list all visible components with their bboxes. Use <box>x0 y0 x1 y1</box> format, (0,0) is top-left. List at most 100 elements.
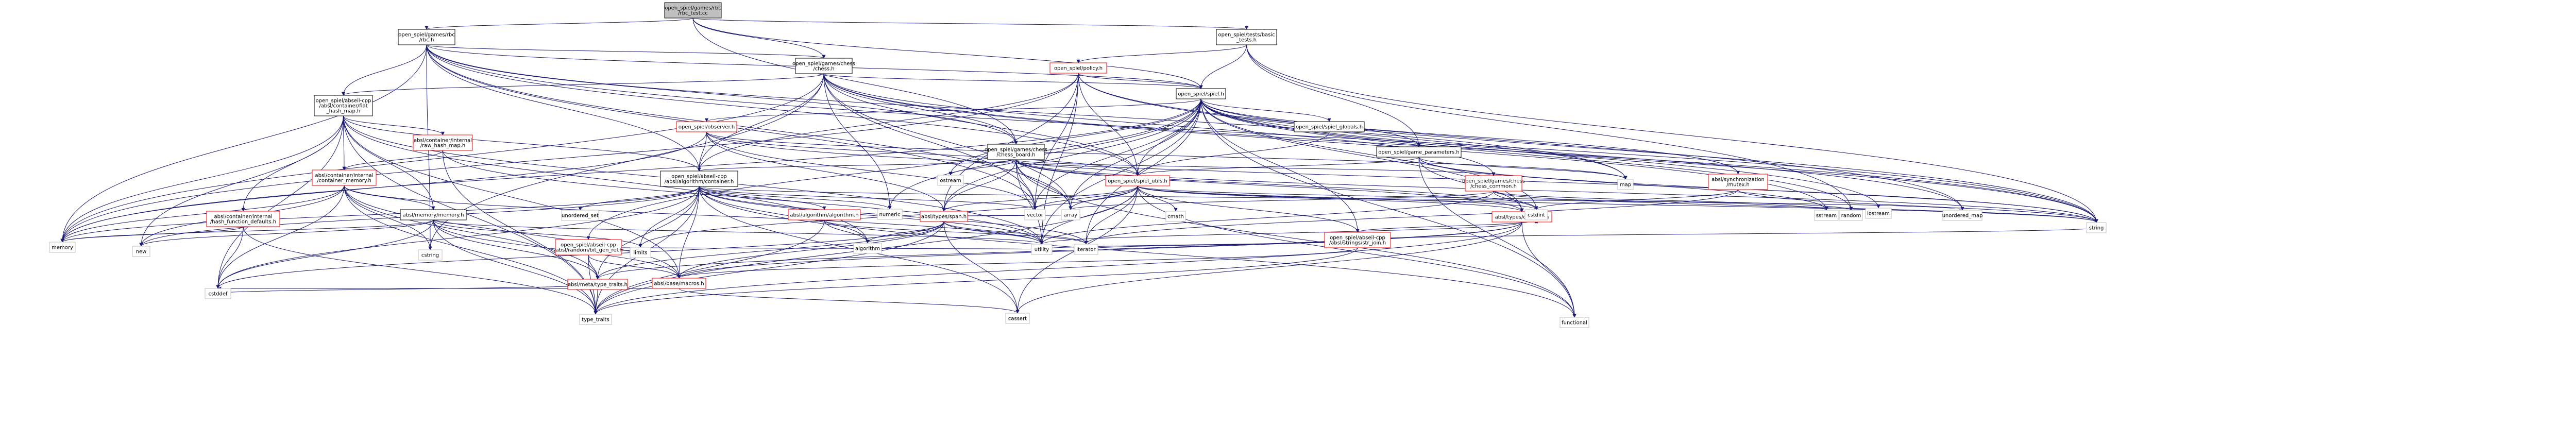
edge-chess_h-to-vector <box>823 73 1037 210</box>
node-str_join[interactable]: open_spiel/abseil-cpp/absl/strings/str_j… <box>1324 232 1391 248</box>
node-box-iterator <box>1074 244 1098 255</box>
edge-chess_board-to-array <box>1015 159 1073 210</box>
edge-sync_mutex-to-cstdint <box>1534 189 1738 210</box>
node-rbc_h[interactable]: open_spiel/games/rbc/rbc.h <box>398 29 455 45</box>
node-basic_tests[interactable]: open_spiel/tests/basic_tests.h <box>1216 29 1277 45</box>
node-box-cstring <box>418 249 443 261</box>
node-label-absl_span-0: absl/types/span.h <box>921 214 967 220</box>
node-label-random_bit_gen-0: open_spiel/abseil-cpp <box>561 243 616 248</box>
edge-chess_common-to-utility <box>1040 191 1494 245</box>
node-new: new <box>132 246 150 257</box>
edge-flat_hash_map-to-hash_fn_defaults <box>241 115 344 212</box>
node-label-string-0: string <box>2089 226 2104 231</box>
node-absl_macros[interactable]: absl/base/macros.h <box>652 278 706 289</box>
node-label-utility-0: utility <box>1035 247 1049 253</box>
edge-spiel_h-to-absl_span <box>942 98 1201 212</box>
node-spiel_utils[interactable]: open_spiel/spiel_utils.h <box>1105 175 1170 186</box>
edge-absl_span-to-absl_macros <box>677 221 944 279</box>
edge-raw_hash_map-to-utility <box>443 150 1044 245</box>
node-container_memory[interactable]: absl/container/internal/container_memory… <box>312 169 377 186</box>
node-spiel_globals[interactable]: open_spiel/spiel_globals.h <box>1294 121 1365 132</box>
edge-inlined_vector-to-vector <box>699 186 1037 210</box>
node-label-memory-0: memory <box>52 245 73 251</box>
edge-spiel_h-to-str_join <box>1200 98 1360 233</box>
node-label-chess_board-0: open_spiel/games/chess <box>985 147 1047 153</box>
node-root[interactable]: open_spiel/games/rbc/rbc_test.cc <box>664 2 722 19</box>
node-raw_hash_map[interactable]: absl/container/internal/raw_hash_map.h <box>413 134 473 151</box>
edge-observer_h-to-map <box>706 131 1628 180</box>
edge-chess_h-to-inlined_vector <box>697 73 824 172</box>
edge-basic_tests-to-game_params <box>1246 44 1421 147</box>
edge-spiel_h-to-random_bit_gen <box>586 98 1201 240</box>
node-label-chess_h-1: /chess.h <box>813 66 834 72</box>
node-label-spiel_utils-0: open_spiel/spiel_utils.h <box>1108 179 1167 184</box>
node-utility: utility <box>1031 244 1053 255</box>
node-box-ostream <box>937 175 964 186</box>
edge-spiel_h-to-observer_h <box>705 98 1201 122</box>
node-box-rbc_h <box>398 29 455 45</box>
edge-raw_hash_map-to-container_memory <box>342 150 443 171</box>
edge-rbc_h-to-map <box>426 44 1628 180</box>
edge-root-to-chess_h <box>692 18 826 59</box>
node-label-cstring-0: cstring <box>421 253 439 259</box>
edge-basic_tests-to-random <box>1246 44 1853 211</box>
node-game_params[interactable]: open_spiel/game_parameters.h <box>1376 146 1462 158</box>
node-label-str_join-0: open_spiel/abseil-cpp <box>1330 235 1385 241</box>
node-policy_h[interactable]: open_spiel/policy.h <box>1049 62 1107 74</box>
node-label-inlined_vector-0: open_spiel/abseil-cpp <box>671 174 727 180</box>
edge-str_join-to-type_traits <box>594 247 1358 315</box>
edge-chess_h-to-sstream <box>823 73 1828 211</box>
edge-spiel_h-to-spiel_globals <box>1200 98 1331 122</box>
node-random_bit_gen[interactable]: open_spiel/abseil-cpp/absl/random/bit_ge… <box>554 239 623 255</box>
edge-root-to-chess_board <box>692 18 1018 145</box>
node-chess_h[interactable]: open_spiel/games/chess/chess.h <box>792 58 855 74</box>
node-algorithm_h[interactable]: absl/algorithm/algorithm.h <box>788 209 861 220</box>
edge-absl_span-to-type_traits <box>594 221 944 315</box>
node-spiel_h[interactable]: open_spiel/spiel.h <box>1176 88 1226 99</box>
node-flat_hash_map[interactable]: open_spiel/abseil-cpp/absl/container/fla… <box>314 95 373 116</box>
node-absl_memory[interactable]: absl/memory/memory.h <box>400 209 467 220</box>
node-chess_board[interactable]: open_spiel/games/chess/chess_board.h <box>985 144 1047 160</box>
node-label-cstddef-0: cstddef <box>209 292 228 297</box>
edge-chess_h-to-flat_hash_map <box>342 73 824 96</box>
node-hash_fn_defaults[interactable]: absl/container/internal/hash_function_de… <box>206 211 280 227</box>
node-label-rbc_h-1: /rbc.h <box>419 38 434 43</box>
node-box-raw_hash_map <box>413 134 473 151</box>
node-label-flat_hash_map-2: _hash_map.h <box>326 109 361 114</box>
edge-spiel_h-to-iostream <box>1200 98 1880 209</box>
edge-chess_common-to-random <box>1493 191 1853 211</box>
node-label-type_traits-0: type_traits <box>582 317 609 323</box>
node-observer_h[interactable]: open_spiel/observer.h <box>676 121 737 132</box>
nodes-layer: open_spiel/games/rbc/rbc_test.cc open_spi… <box>49 2 2107 328</box>
edge-game_params-to-map <box>1418 157 1628 180</box>
node-box-absl_memory <box>400 209 467 220</box>
node-label-ostream-0: ostream <box>940 178 961 184</box>
edge-absl_span-to-type_traits_absl <box>596 221 944 280</box>
edge-container_memory-to-type_traits_absl <box>344 185 600 280</box>
edge-optional_h-to-absl_macros <box>677 221 1522 279</box>
edge-spiel_utils-to-absl_span <box>942 185 1138 212</box>
edge-chess_h-to-chess_common <box>823 73 1496 176</box>
node-string: string <box>2086 222 2107 233</box>
node-label-unordered_set-0: unordered_set <box>562 213 599 219</box>
node-label-hash_fn_defaults-0: absl/container/internal <box>214 214 273 220</box>
edge-algorithm_h-to-algorithm <box>824 219 870 244</box>
node-label-numeric-0: numeric <box>879 212 901 218</box>
node-label-raw_hash_map-0: absl/container/internal <box>414 138 472 144</box>
node-box-cmath <box>1165 211 1186 222</box>
edge-flat_hash_map-to-absl_memory <box>343 115 435 210</box>
node-label-iostream-0: iostream <box>1867 211 1890 217</box>
node-absl_span[interactable]: absl/types/span.h <box>920 211 968 222</box>
edge-policy_h-to-absl_span <box>942 73 1079 212</box>
node-type_traits_absl[interactable]: absl/meta/type_traits.h <box>567 279 628 290</box>
edge-absl_memory-to-memory <box>60 219 434 243</box>
node-box-utility <box>1031 244 1053 255</box>
node-inlined_vector[interactable]: open_spiel/abseil-cpp/absl/algorithm/con… <box>660 171 738 187</box>
node-box-type_traits <box>579 314 612 325</box>
node-label-algorithm_h-0: absl/algorithm/algorithm.h <box>790 213 858 218</box>
edge-observer_h-to-memory <box>60 131 707 243</box>
node-cstdint: cstdint <box>1524 209 1548 220</box>
node-chess_common[interactable]: open_spiel/games/chess/chess_common.h <box>1462 175 1525 192</box>
edge-container_memory-to-cstring <box>344 185 432 250</box>
node-sync_mutex[interactable]: absl/synchronization/mutex.h <box>1708 174 1768 190</box>
